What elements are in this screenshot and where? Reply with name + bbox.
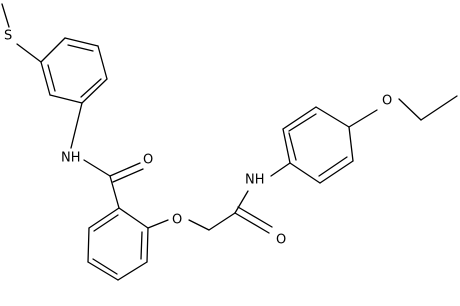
- bond-o-ch2: [188, 219, 210, 231]
- bond-carbonyl1-o-a: [109, 162, 141, 177]
- amide1-nh-label: NH: [61, 151, 81, 166]
- bond-carbonyl1-ring2: [109, 175, 120, 209]
- amide2-oxygen-label: O: [276, 233, 286, 248]
- bond-ring1-n: [70, 102, 83, 149]
- amide1-oxygen-label: O: [143, 153, 153, 168]
- bond-carbonyl1-o-b: [112, 168, 144, 183]
- bond-s-ring: [16, 43, 42, 63]
- bond-n-carbonyl1: [83, 159, 111, 177]
- sulfur-label: S: [4, 29, 12, 44]
- bond-o-ch2-ethyl: [398, 98, 422, 121]
- bond-n-ring3: [270, 162, 291, 177]
- ether-oxygen-label: O: [172, 213, 182, 228]
- central-benzene-ring: [87, 207, 149, 281]
- bond-carbonyl2-o-b: [237, 206, 273, 228]
- bond-ring3-o: [348, 109, 378, 128]
- bond-ring2-o: [147, 219, 169, 229]
- ethoxyphenyl-ring: [282, 106, 354, 184]
- bond-ch2-carbonyl2: [208, 212, 236, 231]
- bond-ethyl-ch3: [420, 95, 458, 121]
- amide2-nh-label: NH: [245, 173, 265, 188]
- bond-methyl-s: [1, 3, 10, 28]
- bond-carbonyl2-o-a: [234, 212, 270, 234]
- ethoxy-oxygen-label: O: [382, 94, 392, 109]
- bond-carbonyl2-n: [234, 190, 249, 214]
- methylthiophenyl-ring: [40, 37, 108, 104]
